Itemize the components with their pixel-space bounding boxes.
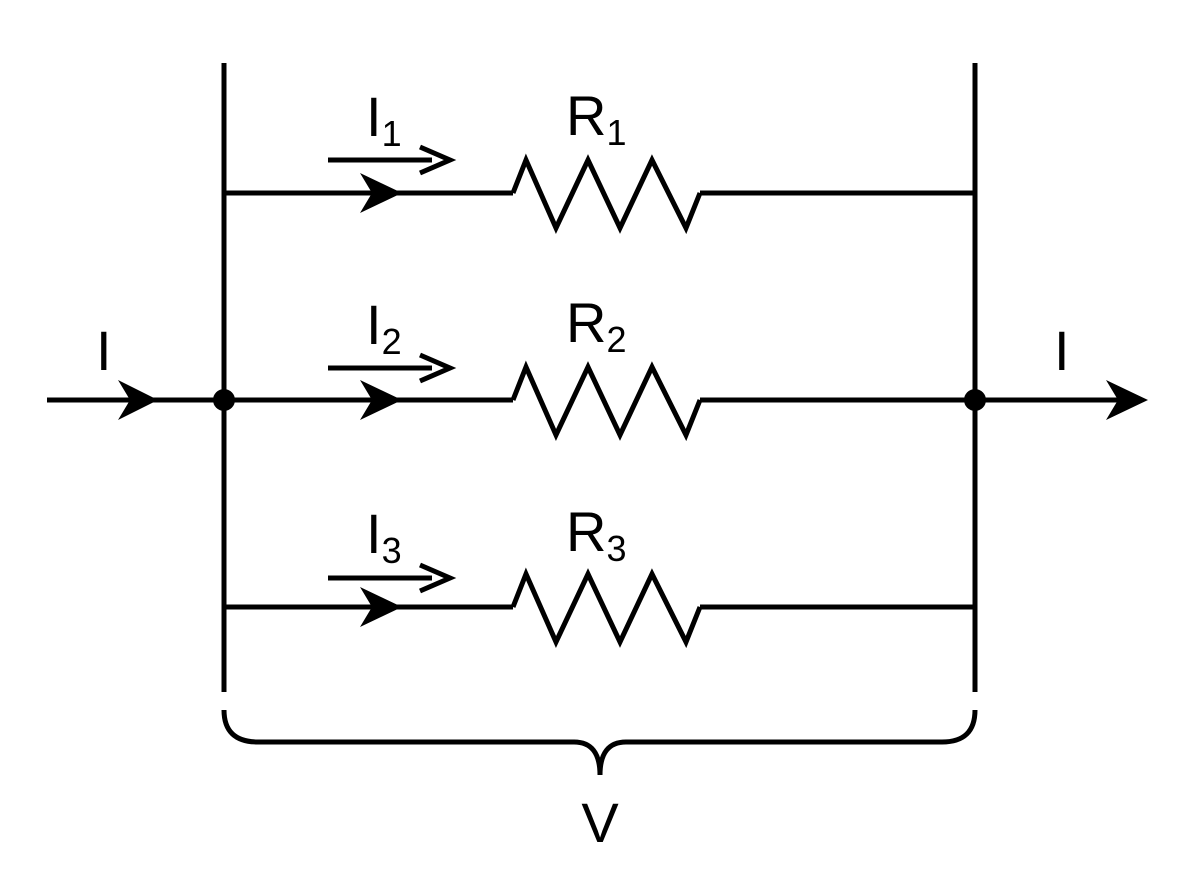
branch-1: I1 R1 bbox=[224, 84, 975, 235]
resistor-label-r1: R1 bbox=[566, 84, 626, 153]
input-current-label: I bbox=[96, 319, 112, 382]
branch-3-direction-arrow-icon bbox=[419, 562, 457, 594]
branch-3-current-arrowhead-icon bbox=[360, 587, 402, 627]
current-label-i2: I2 bbox=[366, 293, 402, 362]
voltage-brace bbox=[221, 709, 978, 776]
output-current-label: I bbox=[1054, 319, 1070, 382]
current-label-i3: I3 bbox=[366, 502, 402, 571]
input-current-arrow-icon bbox=[118, 380, 158, 420]
voltage-label: V bbox=[581, 791, 619, 854]
branch-2-direction-arrow-icon bbox=[419, 352, 457, 384]
branch-1-current-arrowhead-icon bbox=[360, 173, 402, 213]
resistor-r3-zigzag bbox=[510, 567, 703, 649]
current-label-i1: I1 bbox=[366, 85, 402, 154]
branch-1-direction-arrow-icon bbox=[419, 144, 457, 176]
resistor-r2-zigzag bbox=[510, 360, 703, 442]
output-current-arrow-icon bbox=[1106, 380, 1148, 420]
branch-3: I3 R3 bbox=[224, 500, 975, 649]
branch-2: I2 R2 bbox=[224, 291, 975, 442]
resistor-label-r2: R2 bbox=[566, 291, 626, 360]
branch-2-current-arrowhead-icon bbox=[360, 380, 402, 420]
resistor-r1-zigzag bbox=[510, 153, 703, 235]
resistor-label-r3: R3 bbox=[566, 500, 626, 569]
